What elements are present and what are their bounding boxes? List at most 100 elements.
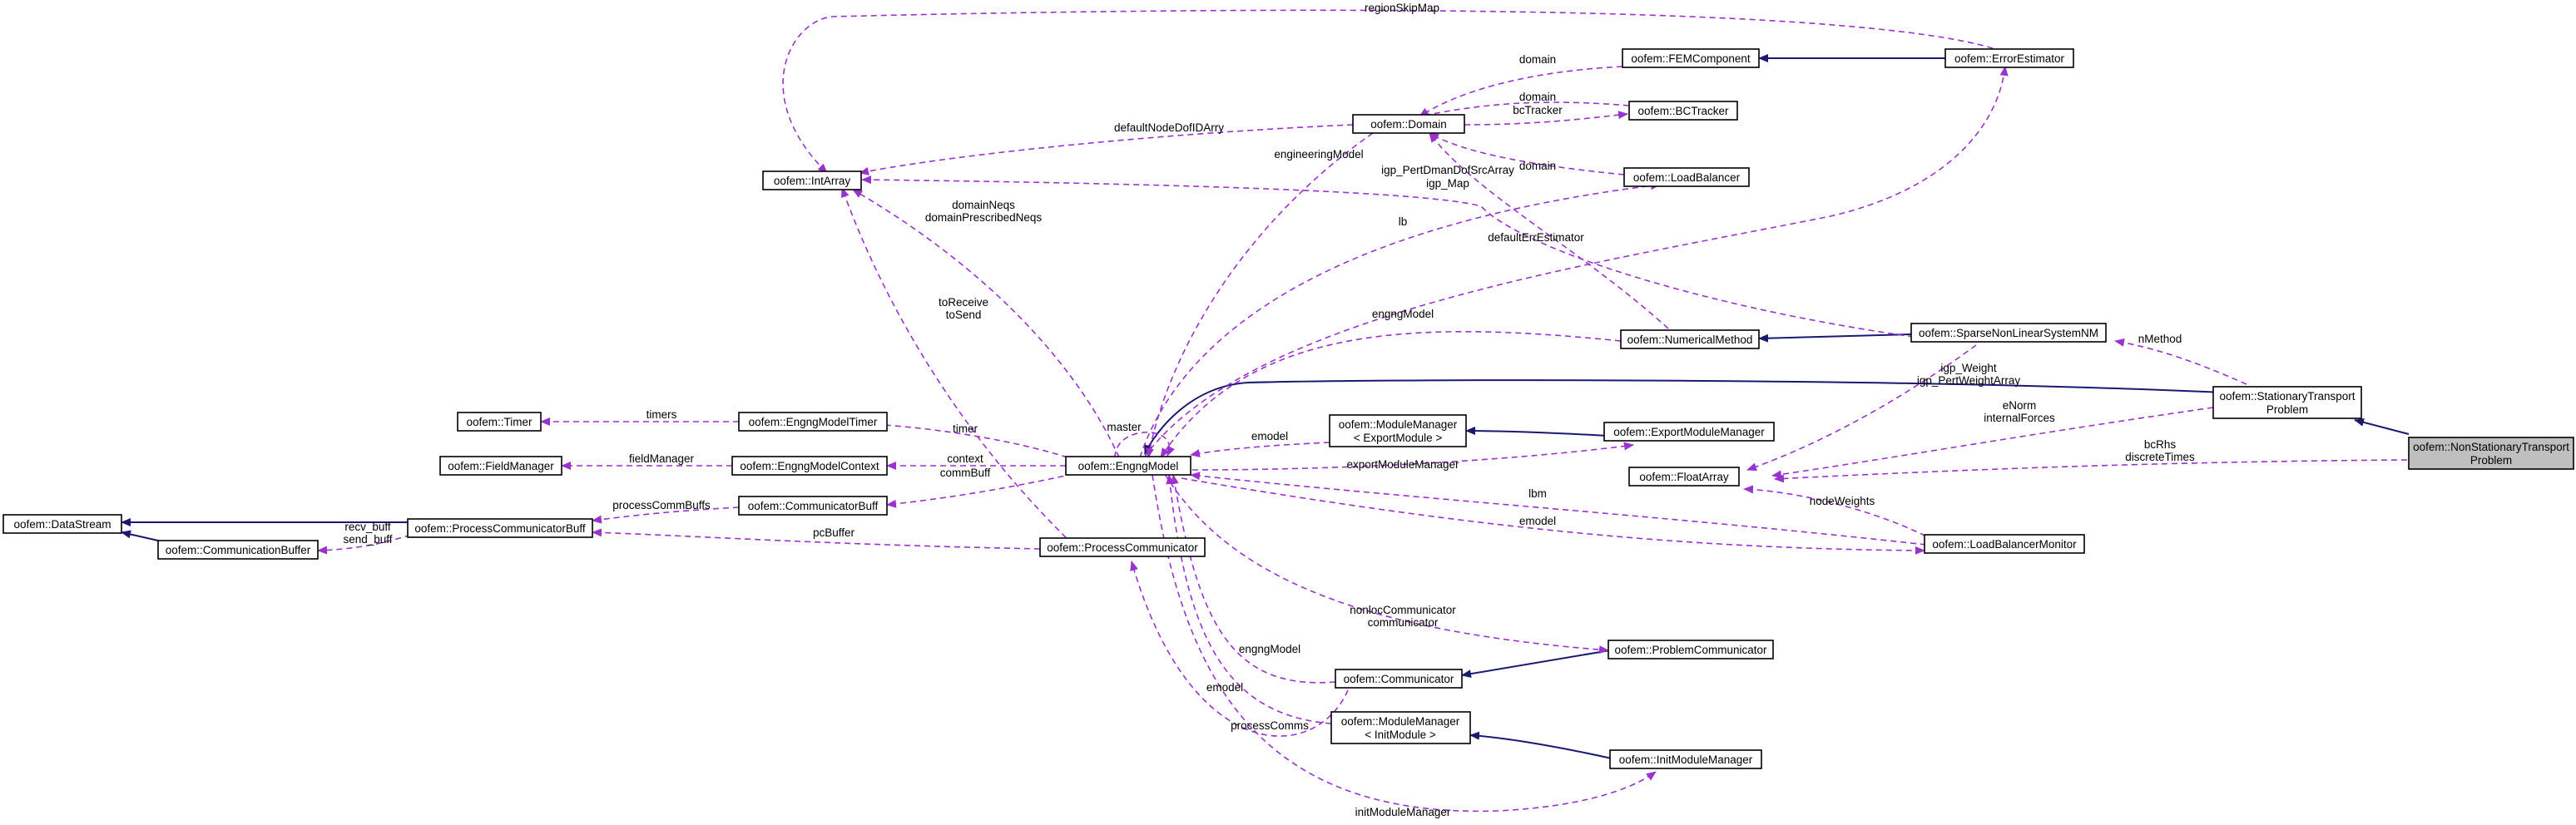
class-node-engngmodeltimer[interactable]: oofem::EngngModelTimer (738, 412, 888, 432)
edge-label-discretetimes: discreteTimes (2125, 451, 2195, 463)
class-node-sparsenonlinearsystemnm[interactable]: oofem::SparseNonLinearSystemNM (1910, 323, 2107, 343)
edge-label-domain: domain (1519, 91, 1556, 103)
class-node-exportmodulemanager[interactable]: oofem::ExportModuleManager (1603, 422, 1775, 442)
class-node-communicationbuffer[interactable]: oofem::CommunicationBuffer (157, 540, 319, 560)
edge-label-send-buff: send_buff (343, 533, 392, 546)
svg-text:oofem::EngngModelContext: oofem::EngngModelContext (740, 460, 879, 472)
class-node-engngmodelcontext[interactable]: oofem::EngngModelContext (731, 456, 888, 476)
svg-text:oofem::ProcessCommunicator: oofem::ProcessCommunicator (1047, 541, 1198, 554)
class-node-communicatorbuff[interactable]: oofem::CommunicatorBuff (738, 496, 888, 516)
edge-engngmodel-problemcommunicator (1164, 473, 1609, 655)
edge-mminit-engngmodel (1166, 474, 1332, 724)
edge-label-processcomms: processComms (1231, 719, 1309, 732)
edge-label-bcrhs: bcRhs (2144, 438, 2177, 451)
edge-label-initmodulemanager: initModuleManager (1355, 806, 1451, 818)
edge-label-nonloccommunicator: nonlocCommunicator (1350, 604, 1456, 616)
edge-initmodulemanager-to-mminit (1469, 731, 1612, 759)
class-node-communicator[interactable]: oofem::Communicator (1335, 669, 1463, 689)
edge-label-igp-pertdmandofsrcarray: igp_PertDmanDofSrcArray (1381, 164, 1514, 176)
edge-domain-bctracker (1464, 111, 1628, 126)
edge-label-emodel: emodel (1206, 681, 1243, 694)
class-node-fieldmanager[interactable]: oofem::FieldManager (439, 456, 562, 476)
edge-label-engngmodel: engngModel (1239, 643, 1300, 655)
edge-engngmodel-exportmodulemanager (1191, 442, 1634, 471)
edge-label-commbuff: commBuff (940, 467, 991, 479)
class-node-domain[interactable]: oofem::Domain (1352, 114, 1465, 134)
edges (121, 9, 2410, 813)
edge-sparsenonlinear-to-numericalmethod (1758, 333, 1912, 343)
edge-label-domainprescribedneqs: domainPrescribedNeqs (925, 211, 1043, 224)
class-node-modulemanager-exportmodule[interactable]: oofem::ModuleManager < ExportModule > (1329, 414, 1467, 447)
svg-text:oofem::ProcessCommunicatorBuff: oofem::ProcessCommunicatorBuff (414, 522, 586, 535)
edge-label-master: master (1107, 421, 1142, 433)
class-node-datastream[interactable]: oofem::DataStream (2, 514, 122, 534)
class-node-bctracker[interactable]: oofem::BCTracker (1628, 101, 1738, 121)
class-node-engngmodel[interactable]: oofem::EngngModel (1065, 456, 1191, 476)
edge-loadbalancermonitor-engngmodel (1190, 472, 1927, 546)
edge-communicator-processcommunicator (1130, 561, 1349, 737)
class-node-stationary-transport-problem[interactable]: oofem::StationaryTransport Problem (2212, 386, 2362, 419)
edge-label-pcbuffer: pcBuffer (813, 526, 855, 539)
edge-numericalmethod-domain (1429, 132, 1669, 329)
svg-text:oofem::EngngModelTimer: oofem::EngngModelTimer (749, 416, 878, 428)
edge-processcommunicator-processcommbuff (592, 528, 1041, 550)
edge-label-igp-pertweightarray: igp_PertWeightArray (1917, 374, 2021, 387)
edge-nonstationary-floatarray (1774, 459, 2408, 483)
edge-loadbalancermonitor-floatarray (1743, 485, 1935, 541)
class-node-intarray[interactable]: oofem::IntArray (762, 170, 862, 190)
edge-label-domain: domain (1519, 160, 1556, 172)
class-node-errorestimator[interactable]: oofem::ErrorEstimator (1944, 48, 2074, 68)
edge-communicator-engngmodel (1170, 474, 1336, 684)
edge-label-defaultnodedofidarry: defaultNodeDofIDArry (1114, 121, 1224, 134)
class-node-femcomponent[interactable]: oofem::FEMComponent (1622, 48, 1760, 68)
edge-sparsenonlinear-intarray (861, 175, 1915, 338)
edge-regionskipmap (782, 9, 1994, 174)
edge-mmexport-engngmodel (1190, 442, 1330, 457)
edge-engngmodel-errorestimator (1143, 66, 2009, 458)
edge-master-self (1114, 432, 1176, 458)
edge-engngmodel-engngmodeltimer (871, 420, 1068, 458)
nodes: oofem::NonStationaryTransport Problem oo… (2, 48, 2574, 769)
class-node-nonstationary-transport-problem[interactable]: oofem::NonStationaryTransport Problem (2408, 437, 2574, 470)
class-node-modulemanager-initmodule[interactable]: oofem::ModuleManager < InitModule > (1330, 711, 1471, 744)
class-node-processcommunicatorbuff[interactable]: oofem::ProcessCommunicatorBuff (407, 518, 593, 538)
edge-label-regionskipmap: regionSkipMap (1365, 2, 1439, 14)
class-node-loadbalancermonitor[interactable]: oofem::LoadBalancerMonitor (1924, 534, 2085, 554)
svg-text:oofem::FloatArray: oofem::FloatArray (1639, 471, 1729, 483)
svg-text:oofem::LoadBalancerMonitor: oofem::LoadBalancerMonitor (1932, 538, 2077, 551)
svg-text:oofem::CommunicationBuffer: oofem::CommunicationBuffer (166, 544, 311, 556)
svg-text:Problem: Problem (2266, 403, 2308, 416)
edge-label-nodeweights: nodeWeights (1810, 495, 1875, 507)
edge-nonstationary-to-stationary (2354, 417, 2410, 435)
class-node-initmodulemanager[interactable]: oofem::InitModuleManager (1609, 749, 1762, 769)
edge-label-internalforces: internalForces (1984, 412, 2055, 424)
svg-text:oofem::Timer: oofem::Timer (466, 416, 533, 428)
edge-loadbalancer-domain (1429, 132, 1625, 175)
class-node-timer[interactable]: oofem::Timer (457, 412, 542, 432)
class-node-problemcommunicator[interactable]: oofem::ProblemCommunicator (1608, 640, 1774, 660)
edge-engngmodel-communicatorbuff (886, 473, 1074, 508)
edge-stationary-floatarray (1771, 407, 2214, 479)
edge-label-timer: timer (953, 422, 978, 435)
svg-text:oofem::ExportModuleManager: oofem::ExportModuleManager (1613, 426, 1765, 438)
edge-labels: regionSkipMap domain domain bcTracker de… (343, 2, 2195, 818)
edge-label-emodel: emodel (1519, 515, 1556, 527)
edge-label-lb: lb (1399, 215, 1408, 228)
class-node-floatarray[interactable]: oofem::FloatArray (1628, 467, 1740, 487)
class-node-processcommunicator[interactable]: oofem::ProcessCommunicator (1039, 537, 1206, 557)
edge-exportmodulemanager-to-mmexport (1465, 427, 1609, 437)
class-node-loadbalancer[interactable]: oofem::LoadBalancer (1623, 167, 1750, 187)
edge-femcomponent-domain (1419, 66, 1623, 117)
edge-problemcommunicator-to-communicator (1461, 650, 1611, 679)
edge-label-communicator: communicator (1368, 616, 1439, 629)
edge-stationary-sparsenonlinear (2114, 338, 2247, 385)
edge-engngmodel-loadbalancermonitor (1181, 477, 1925, 555)
svg-text:oofem::LoadBalancer: oofem::LoadBalancer (1633, 171, 1741, 184)
edge-label-domain: domain (1519, 53, 1556, 66)
svg-text:oofem::FEMComponent: oofem::FEMComponent (1631, 52, 1751, 65)
class-node-numericalmethod[interactable]: oofem::NumericalMethod (1620, 329, 1760, 349)
svg-text:oofem::ProblemCommunicator: oofem::ProblemCommunicator (1614, 644, 1767, 656)
edge-processcommbuff-communicationbuffer (317, 531, 421, 555)
svg-text:oofem::CommunicatorBuff: oofem::CommunicatorBuff (748, 500, 879, 512)
